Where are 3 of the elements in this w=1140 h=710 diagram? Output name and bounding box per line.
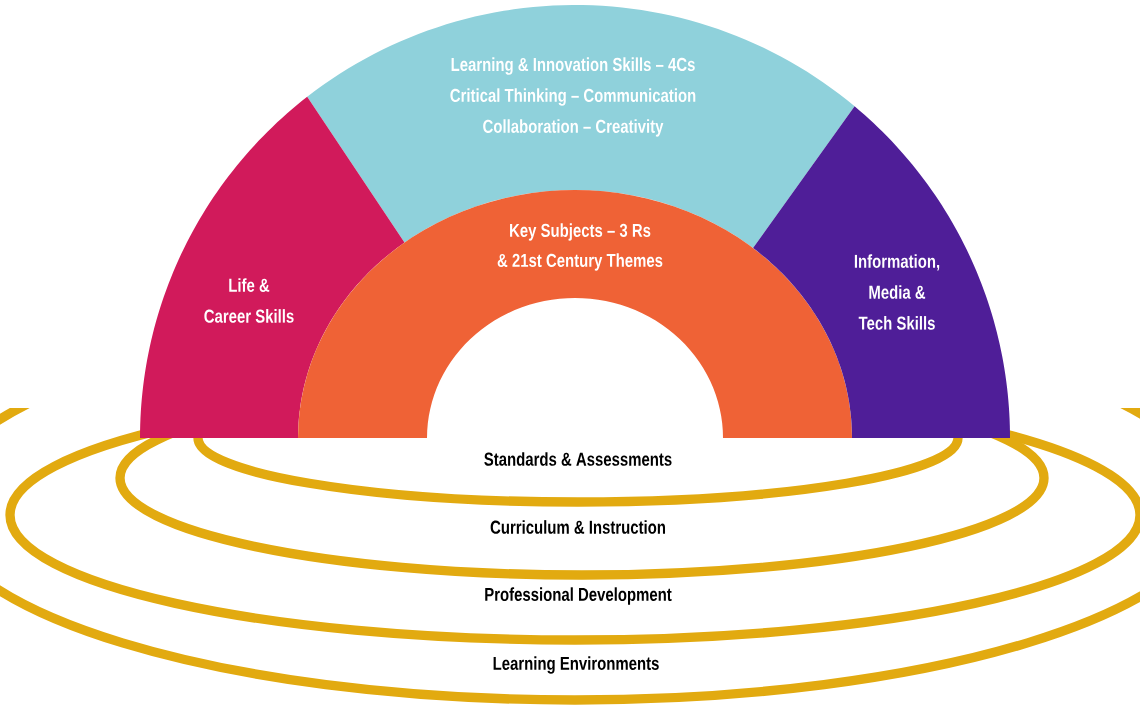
- arch-segment: Life & Career Skills: [140, 96, 405, 438]
- arch-segment: Information, Media & Tech Skills: [753, 106, 1010, 438]
- arch-segment: Key Subjects – 3 Rs & 21st Century Themes: [298, 190, 852, 438]
